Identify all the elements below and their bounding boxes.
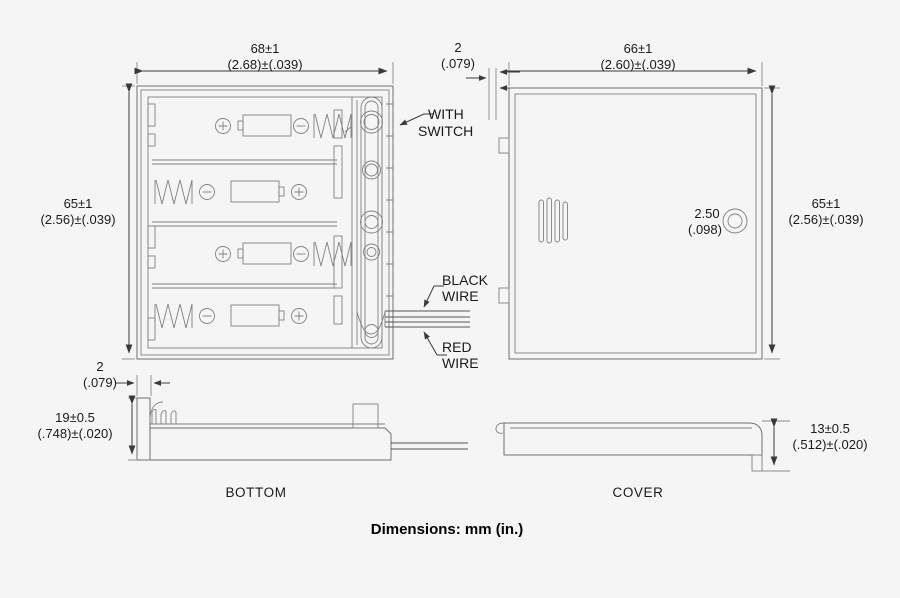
dim-bottom-height-inch: (2.56)±(.039) (40, 212, 115, 227)
dim-cover-profile-inch: (.512)±(.020) (792, 437, 867, 452)
cell-dividers (152, 159, 337, 289)
dim-bottom-profile-mm: 19±0.5 (55, 410, 95, 425)
cover-hole-inner (727, 213, 743, 229)
dim-cover-height-mm: 65±1 (812, 196, 841, 211)
dim-wall-thickness-side: 2 (.079) (83, 359, 170, 396)
dim-bottom-height-mm: 65±1 (64, 196, 93, 211)
dim-bottom-profile-inch: (.748)±(.020) (37, 426, 112, 441)
bottom-side-body (149, 427, 392, 461)
dim-wall-top-inch: (.079) (441, 56, 475, 71)
dim-cover-height-inch: (2.56)±(.039) (788, 212, 863, 227)
switch-contact-tabs (333, 109, 343, 325)
dim-wall-side-inch: (.079) (83, 375, 117, 390)
dim-bottom-width-inch: (2.68)±(.039) (227, 57, 302, 72)
cover-side-view: COVER (495, 422, 763, 500)
dim-cover-hole-mm: 2.50 (694, 206, 719, 221)
red-wire-line2: WIRE (442, 355, 479, 371)
dim-bottom-height: 65±1 (2.56)±(.039) (40, 83, 135, 360)
terminal-minus-icon (199, 308, 215, 324)
cover-inner-edge (514, 93, 757, 354)
terminal-plus-icon (215, 246, 231, 262)
switch-column (333, 96, 393, 349)
dim-cover-hole-inch: (.098) (688, 222, 722, 237)
spring-icon (155, 303, 193, 329)
spring-icon (155, 179, 193, 205)
battery-cell-2 (154, 179, 307, 205)
dim-wall-side-mm: 2 (96, 359, 103, 374)
terminal-minus-icon (199, 184, 215, 200)
dim-cover-width: 66±1 (2.60)±(.039) (505, 41, 763, 86)
cover-outer-edge (508, 87, 763, 360)
dim-wall-top-mm: 2 (454, 40, 461, 55)
switch-hole-4 (363, 243, 380, 261)
terminal-plus-icon (291, 308, 307, 324)
wire-exit-hole (364, 324, 379, 338)
cover-tab-upper (498, 137, 510, 154)
bottom-view-label: BOTTOM (225, 485, 286, 500)
black-wire-line1: BLACK (442, 272, 489, 288)
with-switch-line2: SWITCH (418, 123, 473, 139)
cover-grip-ribs (538, 197, 568, 244)
right-edge-ticks (386, 103, 393, 297)
red-wire-line1: RED (442, 339, 472, 355)
switch-hole-3 (360, 210, 383, 234)
drawing-caption: Dimensions: mm (in.) (371, 521, 524, 538)
dim-cover-width-inch: (2.60)±(.039) (600, 57, 675, 72)
dim-bottom-width-mm: 68±1 (251, 41, 280, 56)
battery-cell-1 (215, 113, 352, 139)
battery-cell-3 (215, 241, 352, 267)
bottom-top-view (136, 85, 470, 360)
switch-hole-large-1 (360, 110, 383, 134)
cover-view-label: COVER (612, 485, 663, 500)
spring-icon (314, 113, 352, 139)
terminal-plus-icon (215, 118, 231, 134)
cover-hole-outer (722, 208, 748, 234)
switch-block (352, 403, 379, 429)
dim-bottom-width: 68±1 (134, 41, 394, 84)
annotation-with-switch: WITH SWITCH (399, 106, 473, 139)
terminal-plus-icon (291, 184, 307, 200)
dim-cover-profile-mm: 13±0.5 (810, 421, 850, 436)
dim-cover-profile-height: 13±0.5 (.512)±(.020) (762, 418, 868, 472)
cover-side-body (503, 422, 763, 456)
terminal-minus-icon (293, 246, 309, 262)
cover-top-view: 2.50 (.098) (498, 87, 763, 360)
terminal-minus-icon (293, 118, 309, 134)
dim-cover-height: 65±1 (2.56)±(.039) (764, 85, 864, 360)
with-switch-line1: WITH (428, 106, 464, 122)
battery-cell-4 (154, 303, 307, 329)
left-wall-notches (147, 103, 156, 341)
cover-side-tab (751, 454, 763, 472)
annotation-black-wire: BLACK WIRE (423, 272, 489, 308)
spring-icon (314, 241, 352, 267)
bottom-side-view: BOTTOM (136, 397, 468, 500)
bottom-side-springs (151, 408, 177, 424)
switch-hole-2 (362, 160, 381, 180)
cover-tab-lower (498, 287, 510, 304)
black-wire-line2: WIRE (442, 288, 479, 304)
annotation-red-wire: RED WIRE (423, 331, 479, 371)
wire-leads (384, 310, 470, 328)
dim-bottom-profile-height: 19±0.5 (.748)±(.020) (37, 395, 137, 461)
bottom-inner-wall-1 (140, 89, 390, 356)
bottom-outer-wall (136, 85, 394, 360)
dim-cover-width-mm: 66±1 (624, 41, 653, 56)
